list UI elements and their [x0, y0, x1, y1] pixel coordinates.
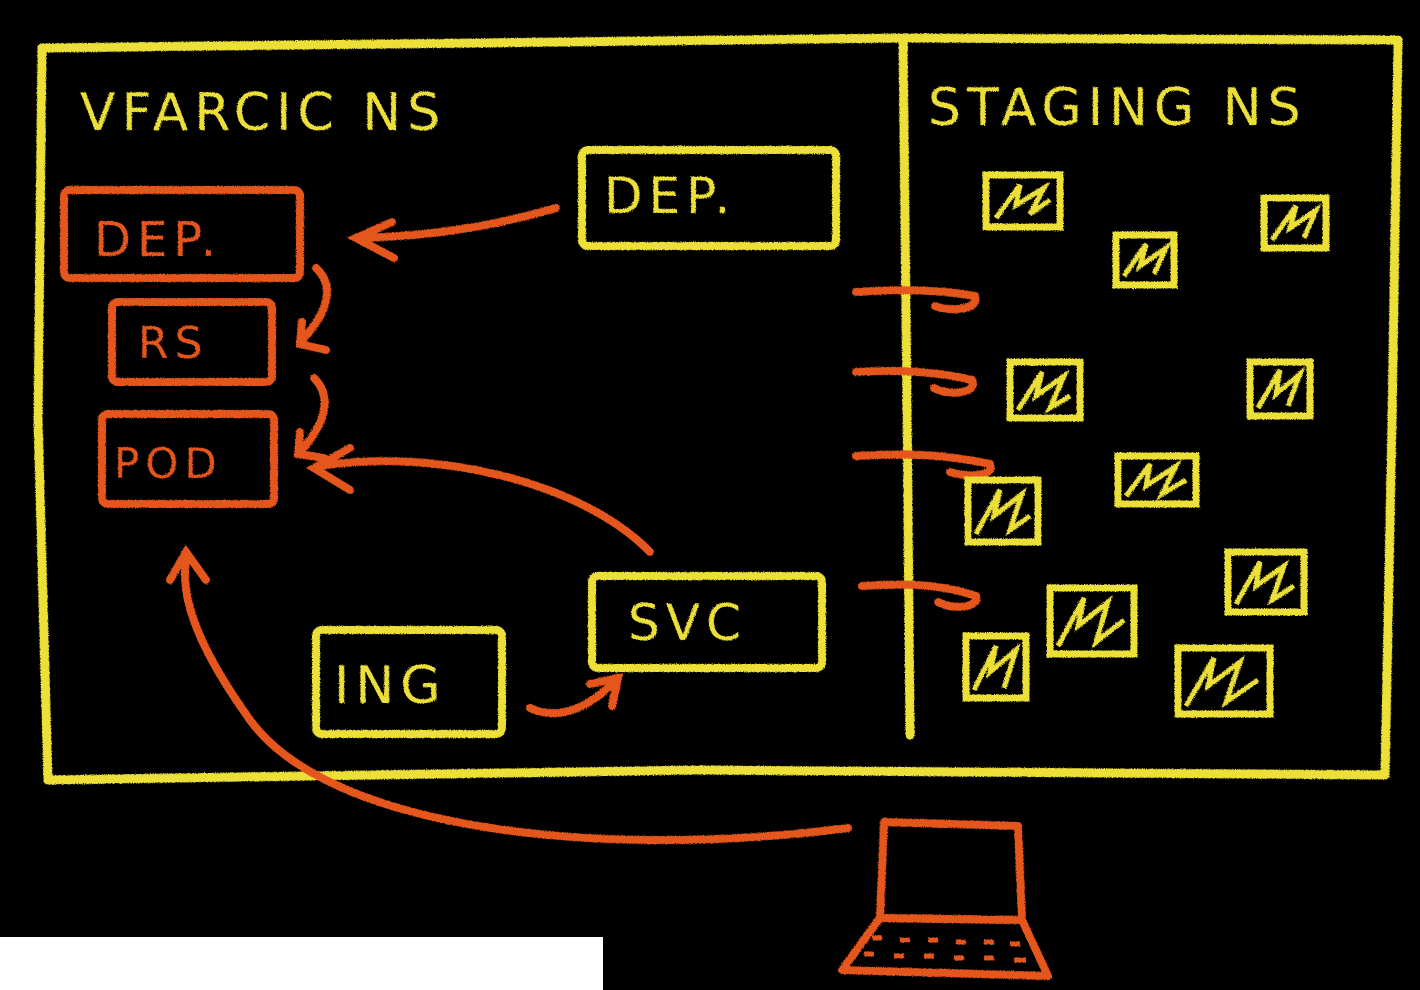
- deployment-box: DEP.: [60, 186, 304, 282]
- cross-ns-arrow-4: [858, 580, 981, 611]
- deployment-source-box: DEP.: [578, 146, 840, 250]
- filled-square-icon: [1174, 644, 1274, 718]
- cross-ns-arrow-2: [852, 366, 977, 397]
- pod-label: POD: [114, 439, 223, 488]
- laptop-icon: [838, 818, 1052, 980]
- arrow-dep-source-to-dep: [358, 204, 560, 242]
- arrow-ing-to-svc: [526, 678, 618, 718]
- ingress-box: ING: [312, 626, 506, 738]
- filled-square-icon: [1114, 452, 1200, 508]
- deployment-label: DEP.: [94, 212, 222, 268]
- filled-square-icon: [1260, 194, 1330, 252]
- pod-box: POD: [98, 410, 278, 508]
- cross-ns-arrow-1: [852, 286, 980, 314]
- filled-square-icon: [1224, 548, 1308, 616]
- filled-square-icon: [1246, 358, 1314, 420]
- filled-square-icon: [1006, 358, 1084, 422]
- vfarcic-namespace-label: VFARCIC NS: [80, 83, 446, 143]
- service-label: SVC: [628, 594, 747, 652]
- arrow-laptop-to-pod: [181, 556, 852, 845]
- relationship-arrows: [166, 204, 995, 845]
- cross-ns-arrow-3: [852, 450, 995, 480]
- replicaset-label: RS: [138, 318, 209, 369]
- staging-namespace-label: STAGING NS: [928, 78, 1307, 138]
- ingress-label: ING: [334, 656, 447, 716]
- service-box: SVC: [588, 572, 826, 672]
- white-patch: [0, 937, 603, 990]
- staging-pods: [962, 171, 1330, 718]
- filled-square-icon: [982, 171, 1064, 231]
- deployment-source-label: DEP.: [604, 167, 736, 225]
- arrow-dep-to-rs: [296, 264, 331, 346]
- filled-square-icon: [962, 632, 1030, 702]
- cluster-frame: [33, 33, 1403, 785]
- replicaset-box: RS: [108, 298, 276, 386]
- filled-square-icon: [1112, 231, 1178, 289]
- arrow-rs-to-pod: [296, 374, 329, 456]
- filled-square-icon: [964, 476, 1042, 546]
- arrow-svc-to-pod: [316, 457, 654, 556]
- namespace-divider: [898, 35, 915, 740]
- filled-square-icon: [1046, 584, 1138, 658]
